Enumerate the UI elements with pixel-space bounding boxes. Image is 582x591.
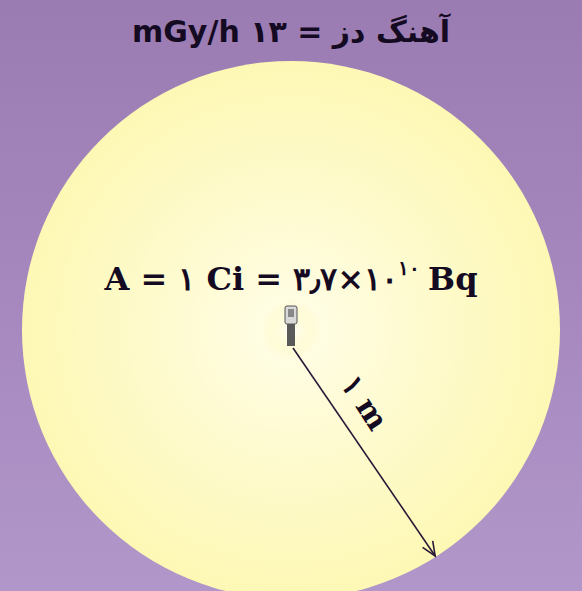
source-illustration xyxy=(21,60,561,591)
arrow-head xyxy=(423,541,436,556)
activity-text: A = ۱ Ci = ۳٫۷×۱۰ xyxy=(104,260,398,298)
dose-circle: A = ۱ Ci = ۳٫۷×۱۰۱۰Bq۱ m xyxy=(21,60,561,591)
source-rod xyxy=(287,324,295,346)
source-window xyxy=(288,309,294,317)
radius-arrow xyxy=(293,348,435,556)
unit-text: Bq xyxy=(428,260,477,298)
dose-rate-label: آهنگ دز = ۱۳ mGy/h xyxy=(0,14,582,49)
dose-circle-fill xyxy=(22,61,560,591)
exponent: ۱۰ xyxy=(398,256,420,280)
source-capsule xyxy=(285,306,297,324)
activity-row: A = ۱ Ci = ۳٫۷×۱۰۱۰Bq xyxy=(21,260,561,298)
source-glow xyxy=(261,300,321,360)
